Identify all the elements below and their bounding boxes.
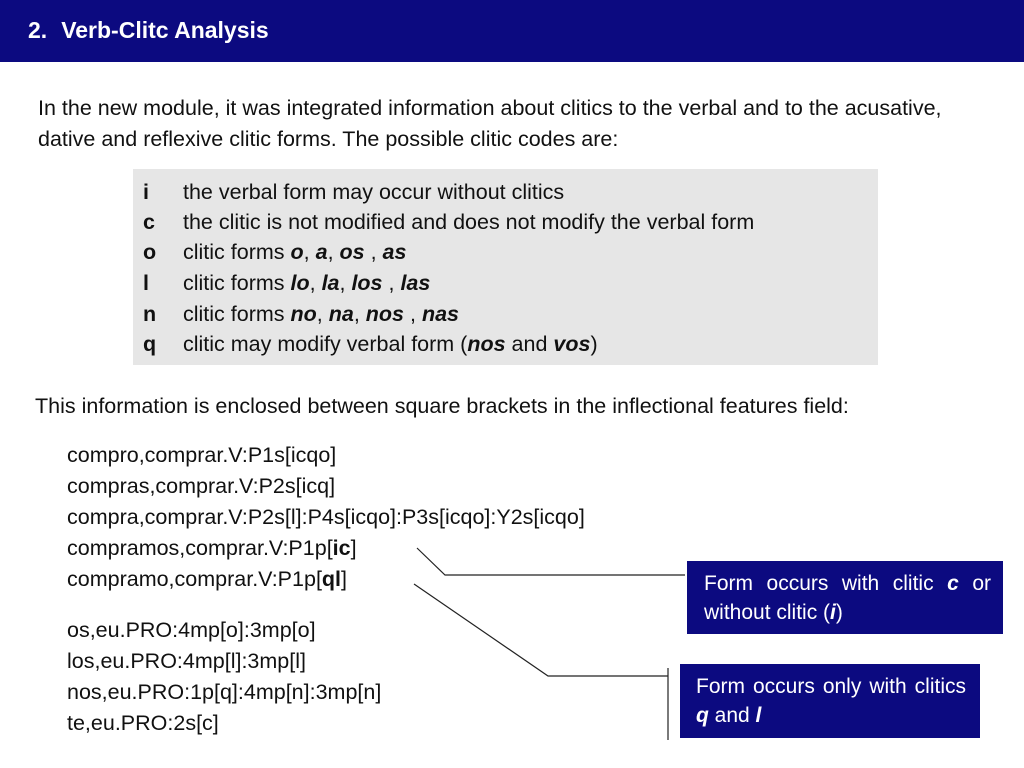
slide-title-text: Verb-Clitc Analysis <box>61 17 269 43</box>
verb-entry: compras,comprar.V:P2s[icq] <box>67 474 336 498</box>
info-paragraph: This information is enclosed between squ… <box>35 394 849 418</box>
verb-entry: compramos,comprar.V:P1p[ic] <box>67 536 357 560</box>
code-description: clitic forms o, a, os , as <box>183 240 407 264</box>
intro-paragraph: In the new module, it was integrated inf… <box>38 96 942 151</box>
code-description: clitic forms no, na, nos , nas <box>183 302 459 326</box>
callout-ql-text: Form occurs only with clitics q and l <box>696 675 966 727</box>
pronoun-entries: os,eu.PRO:4mp[o]:3mp[o] los,eu.PRO:4mp[l… <box>67 615 381 739</box>
code-description: clitic forms lo, la, los , las <box>183 271 431 295</box>
connector-line-ic <box>416 547 685 576</box>
code-description: clitic may modify verbal form (nos and v… <box>183 332 598 356</box>
code-letter: c <box>143 210 155 234</box>
callout-ic-text: Form occurs with clitic c or without cli… <box>704 572 991 624</box>
code-letter: o <box>143 240 157 264</box>
callout-ql: Form occurs only with clitics q and l <box>678 664 980 738</box>
code-description: the verbal form may occur without clitic… <box>183 180 565 204</box>
title-bar: 2. Verb-Clitc Analysis <box>0 0 1024 62</box>
code-letter: i <box>143 180 149 204</box>
connector-line-ql <box>413 583 668 677</box>
verb-entries: compro,comprar.V:P1s[icqo] compras,compr… <box>67 440 585 595</box>
verb-entry: compro,comprar.V:P1s[icqo] <box>67 443 337 467</box>
pronoun-entry: os,eu.PRO:4mp[o]:3mp[o] <box>67 618 316 642</box>
code-letter: q <box>143 332 157 356</box>
code-letter: n <box>143 302 157 326</box>
pronoun-entry: los,eu.PRO:4mp[l]:3mp[l] <box>67 649 306 673</box>
pronoun-entry: nos,eu.PRO:1p[q]:4mp[n]:3mp[n] <box>67 680 382 704</box>
callout-ic: Form occurs with clitic c or without cli… <box>685 561 1003 634</box>
slide-number: 2. <box>28 17 48 43</box>
code-letter: l <box>143 271 149 295</box>
slide-title: 2. Verb-Clitc Analysis <box>28 17 269 44</box>
verb-entry: compramo,comprar.V:P1p[ql] <box>67 567 348 591</box>
verb-entry: compra,comprar.V:P2s[l]:P4s[icqo]:P3s[ic… <box>67 505 585 529</box>
code-description: the clitic is not modified and does not … <box>183 210 755 234</box>
pronoun-entry: te,eu.PRO:2s[c] <box>67 711 219 735</box>
clitic-codes-box: i the verbal form may occur without clit… <box>133 169 878 365</box>
